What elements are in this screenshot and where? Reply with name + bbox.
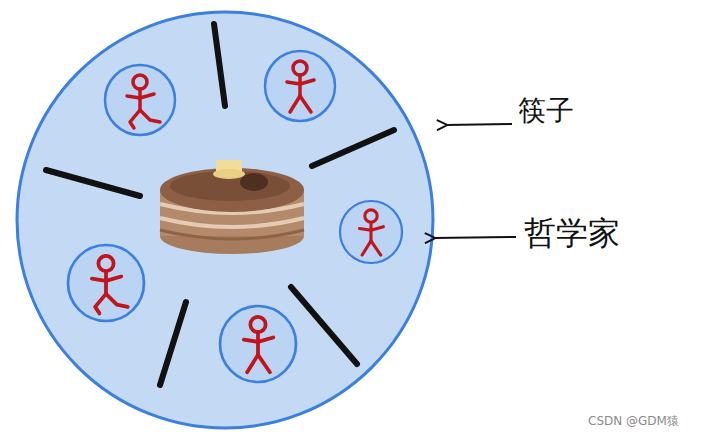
- chopsticks: [46, 24, 394, 385]
- leader-arrow: [434, 237, 516, 238]
- philosophers: [68, 51, 402, 382]
- leader-arrow: [446, 124, 512, 125]
- pancake: [160, 160, 304, 254]
- callout-label: 筷子: [518, 96, 574, 127]
- philosopher: [340, 201, 402, 263]
- philosopher: [68, 245, 144, 321]
- philosopher: [105, 65, 175, 135]
- philosopher: [265, 51, 335, 121]
- table: [17, 12, 433, 428]
- philosopher: [220, 306, 296, 382]
- watermark: CSDN @GDM猿: [588, 415, 679, 428]
- callout-label: 哲学家: [524, 216, 620, 251]
